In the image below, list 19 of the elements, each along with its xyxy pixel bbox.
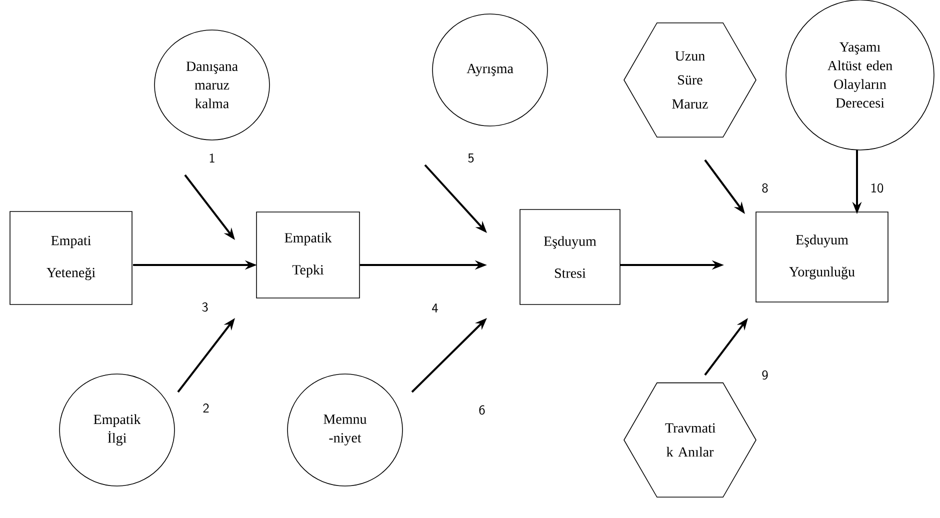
circle-node: Ayrışma — [432, 14, 548, 126]
edge-label: 3 — [202, 302, 208, 312]
process-box: Eşduyum Yorgunluğu — [756, 212, 888, 302]
process-box: Empatik Tepki — [256, 212, 360, 298]
edge-label: 10 — [872, 183, 884, 193]
edge-label: 4 — [432, 304, 438, 312]
process-box: Empati Yeteneği — [10, 211, 132, 305]
edge-label: 8 — [762, 183, 768, 193]
edge-label: 9 — [762, 370, 768, 380]
hexagon-node: Uzun Süre Maruz — [624, 22, 756, 138]
circle-node: Empatik İlgi — [59, 374, 175, 486]
hexagon-node: Travmati k Anılar — [624, 382, 756, 498]
process-box: Eşduyum Stresi — [520, 209, 620, 305]
edge-label: 5 — [468, 153, 474, 163]
edge-label: 6 — [479, 405, 485, 415]
edge-label: 2 — [203, 403, 209, 413]
circle-node: Memnu -niyet — [287, 374, 403, 486]
circle-node: Danışana maruz kalma — [154, 30, 270, 140]
edge-label: 1 — [210, 153, 214, 163]
